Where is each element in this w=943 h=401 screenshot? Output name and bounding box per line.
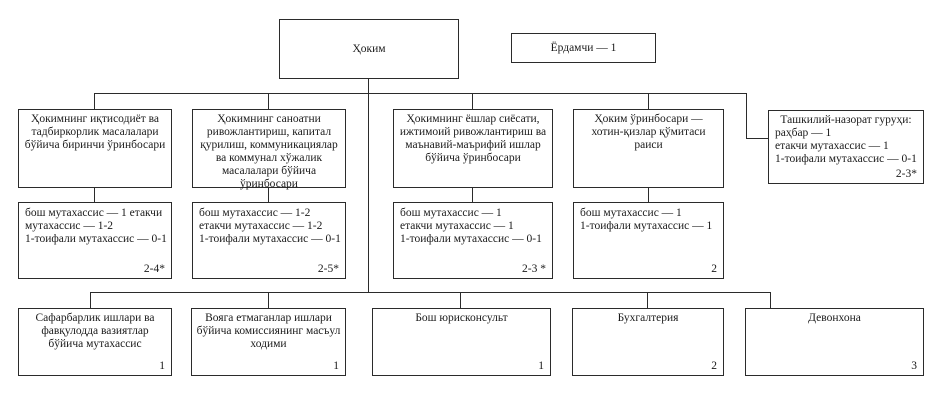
box-staff-women-committee: бош мутахассис — 1 1-тоифали мутахассис … [573, 202, 724, 279]
box-hokim: Ҳоким [279, 19, 459, 79]
box-unit-chancellery: Девонхона 3 [745, 308, 924, 376]
connector-elbow-horizontal [746, 138, 769, 139]
unit-title: Бухгалтерия [617, 312, 679, 324]
deputy-title: Ҳокимнинг иқтисодиёт ва тадбиркорлик мас… [24, 113, 166, 151]
connector-drop [268, 187, 269, 202]
unit-count: 2 [711, 360, 717, 372]
staff-count: 2-3 * [522, 263, 546, 275]
staff-lines: бош мутахассис — 1-2 етакчи мутахассис —… [199, 207, 341, 245]
control-group-title: Ташкилий-назорат гуруҳи: [780, 114, 912, 126]
connector-drop [90, 292, 91, 308]
deputy-title: Ҳоким ўринбосари — хотин-қизлар қўмитаси… [591, 113, 706, 151]
hokim-label: Ҳоким [352, 42, 386, 55]
box-staff-economy: бош мутахассис — 1 етакчи мутахассис — 1… [18, 202, 172, 279]
connector-drop [460, 292, 461, 308]
staff-count: 2-5* [317, 263, 339, 275]
connector-elbow-vertical [746, 93, 747, 138]
connector-drop [472, 187, 473, 202]
deputy-title: Ҳокимнинг ёшлар сиёсати, ижтимоий ривожл… [399, 113, 547, 164]
box-unit-accounting: Бухгалтерия 2 [572, 308, 724, 376]
deputy-title: Ҳокимнинг саноатни ривожлантириш, капита… [200, 113, 338, 190]
unit-title: Сафарбарлик ишлари ва фавқулодда вазиятл… [35, 312, 155, 350]
connector-drop [268, 292, 269, 308]
box-assistant: Ёрдамчи — 1 [511, 33, 656, 63]
connector-drop [648, 187, 649, 202]
box-control-group: Ташкилий-назорат гуруҳи: раҳбар — 1 етак… [768, 110, 924, 184]
assistant-label: Ёрдамчи — 1 [550, 41, 617, 54]
box-unit-emergency-specialist: Сафарбарлик ишлари ва фавқулодда вазиятл… [18, 308, 172, 376]
box-staff-youth: бош мутахассис — 1 етакчи мутахассис — 1… [393, 202, 553, 279]
unit-count: 1 [538, 360, 544, 372]
connector-drop [94, 187, 95, 202]
box-deputy-industry: Ҳокимнинг саноатни ривожлантириш, капита… [192, 109, 346, 190]
box-deputy-women-committee: Ҳоким ўринбосари — хотин-қизлар қўмитаси… [573, 109, 724, 188]
connector-drop [268, 93, 269, 109]
box-staff-industry: бош мутахассис — 1-2 етакчи мутахассис —… [192, 202, 346, 279]
connector-drop [648, 93, 649, 109]
staff-count: 2-4* [143, 263, 165, 275]
control-group-count: 2-3* [895, 168, 917, 180]
unit-title: Вояга етмаганлар ишлари бўйича комиссиян… [196, 312, 341, 350]
box-deputy-economy: Ҳокимнинг иқтисодиёт ва тадбиркорлик мас… [18, 109, 172, 188]
unit-count: 1 [159, 360, 165, 372]
control-group-staff: раҳбар — 1 етакчи мутахассис — 1 1-тоифа… [775, 127, 917, 165]
unit-title: Девонхона [808, 312, 861, 324]
connector-drop [647, 292, 648, 308]
connector-top-rail [94, 93, 747, 94]
unit-title: Бош юрисконсульт [415, 312, 508, 324]
staff-lines: бош мутахассис — 1 1-тоифали мутахассис … [580, 207, 713, 232]
box-deputy-youth: Ҳокимнинг ёшлар сиёсати, ижтимоий ривожл… [393, 109, 553, 188]
connector-bottom-rail [90, 292, 771, 293]
staff-count: 2 [711, 263, 717, 275]
unit-count: 1 [333, 360, 339, 372]
staff-lines: бош мутахассис — 1 етакчи мутахассис — 1… [25, 207, 167, 245]
box-unit-legal-counsel: Бош юрисконсульт 1 [372, 308, 551, 376]
staff-lines: бош мутахассис — 1 етакчи мутахассис — 1… [400, 207, 542, 245]
box-unit-minors-commission: Вояга етмаганлар ишлари бўйича комиссиян… [191, 308, 346, 376]
unit-count: 3 [911, 360, 917, 372]
connector-drop [770, 292, 771, 308]
connector-drop [94, 93, 95, 109]
connector-root-trunk [368, 79, 369, 293]
connector-drop [472, 93, 473, 109]
